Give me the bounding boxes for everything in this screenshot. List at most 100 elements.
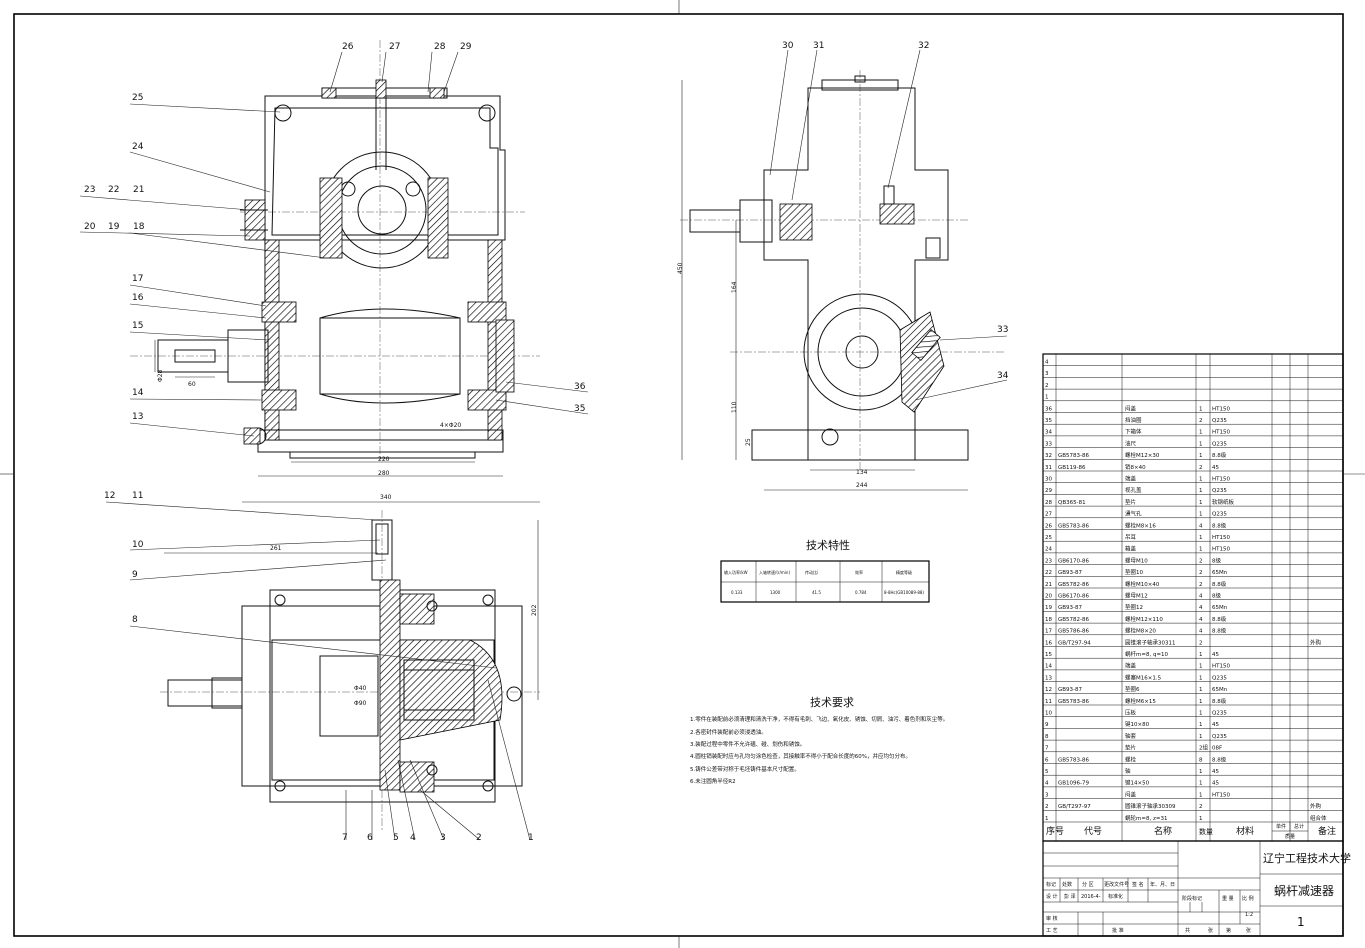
- bom-seq: 32: [1045, 453, 1052, 459]
- front-dimensions: 60 Φ28 220 280 4×Φ20: [154, 340, 503, 477]
- bom-material: 8.8级: [1212, 755, 1227, 763]
- callout-6: 6: [367, 833, 373, 843]
- bom-header-remark: 备注: [1318, 825, 1336, 837]
- bom-material: 8.8级: [1212, 697, 1227, 705]
- bom-name: 螺栓M12×30: [1125, 451, 1160, 459]
- callout-18: 18: [133, 222, 145, 232]
- tb-sheet-no: 1: [1297, 915, 1305, 929]
- callout-4: 4: [410, 833, 416, 843]
- bom-material: 8.8级: [1212, 451, 1227, 459]
- bom-name: 垫圈10: [1125, 568, 1143, 576]
- top-dimensions: 340 261 202 Φ40 Φ90: [164, 494, 540, 707]
- callout-19: 19: [108, 222, 120, 232]
- bom-qty: 2: [1199, 558, 1203, 564]
- bom-name: 键10×80: [1125, 720, 1150, 728]
- tech-req-item-2: 2.各密封件装配前必须浸透油。: [690, 728, 767, 736]
- callout-8: 8: [132, 615, 138, 625]
- bom-seq: 13: [1045, 675, 1052, 681]
- bom-name: 螺母M10: [1125, 556, 1148, 564]
- bom-name: 闷盖: [1125, 404, 1137, 412]
- callout-24: 24: [132, 142, 144, 152]
- bom-material: Q235: [1212, 488, 1227, 494]
- bom-material: 65Mn: [1212, 605, 1228, 611]
- callout-16: 16: [132, 293, 144, 303]
- tb-label-mark: 标记: [1046, 881, 1056, 888]
- bom-qty: 1: [1199, 547, 1203, 553]
- tech-req-item-5: 5.铸件公差带对称于毛坯铸件基本尺寸配置。: [690, 765, 800, 773]
- tb-school: 辽宁工程技术大学: [1263, 851, 1351, 865]
- bom-material: 8.8级: [1212, 521, 1227, 529]
- callout-32: 32: [918, 41, 929, 51]
- tb-label-approve: 批 准: [1112, 927, 1124, 934]
- bom-qty: 1: [1199, 477, 1203, 483]
- bom-seq: 12: [1045, 687, 1052, 693]
- callout-21: 21: [133, 185, 144, 195]
- tb-label-weight: 重 量: [1222, 895, 1234, 902]
- dim-front-4phi20: 4×Φ20: [440, 422, 461, 429]
- tb-designer: 彭 泽: [1064, 893, 1076, 900]
- bom-material: 65Mn: [1212, 687, 1228, 693]
- tech-req-title: 技术要求: [810, 696, 854, 709]
- bom-seq: 2: [1045, 383, 1049, 389]
- callout-11: 11: [132, 491, 143, 501]
- bom-qty: 2组: [1199, 744, 1208, 752]
- callout-12: 12: [104, 491, 115, 501]
- bom-seq: 11: [1045, 699, 1052, 705]
- bom-material: HT150: [1212, 792, 1230, 798]
- spec-header-efficiency: 效率: [855, 569, 863, 575]
- bom-name: 螺栓M8×16: [1125, 521, 1156, 529]
- bom-name: 螺栓: [1125, 755, 1137, 763]
- bom-material: Q235: [1212, 711, 1227, 717]
- bom-seq: 36: [1045, 406, 1052, 412]
- bom-name: 通气孔: [1125, 510, 1142, 518]
- callout-3: 3: [440, 833, 446, 843]
- tb-sheet-unit: 张: [1246, 927, 1251, 934]
- bom-code: GB5783-86: [1058, 757, 1090, 763]
- bom-seq: 21: [1045, 582, 1052, 588]
- bom-name: 吊耳: [1125, 534, 1137, 541]
- spec-header-power: 输入功率/kW: [724, 569, 748, 575]
- bom-name: 轴: [1125, 767, 1131, 775]
- spec-value-efficiency: 0.784: [855, 590, 867, 595]
- tech-spec-table: 技术特性 输入功率/kW 入轴转速/(r/min) 传动比i 效率 精度等级 0…: [720, 538, 930, 603]
- bom-name: 销8×40: [1125, 463, 1146, 471]
- spec-value-speed: 1300: [770, 590, 781, 595]
- bom-material: 8级: [1212, 556, 1221, 564]
- bom-qty: 4: [1199, 629, 1203, 635]
- bom-name: 螺栓M8×20: [1125, 627, 1156, 635]
- side-dimensions: 450 164 110 25 134 244: [677, 80, 968, 491]
- callout-22: 22: [108, 185, 119, 195]
- bom-material: HT150: [1212, 406, 1230, 412]
- bom-name: 垫片: [1125, 498, 1136, 506]
- callout-7: 7: [342, 833, 348, 843]
- bom-seq: 22: [1045, 570, 1052, 576]
- tb-label-date: 年、月、日: [1150, 881, 1175, 888]
- tb-label-zone: 分 区: [1082, 881, 1094, 888]
- dim-side-25: 25: [745, 438, 752, 446]
- bom-seq: 35: [1045, 418, 1052, 424]
- callout-5: 5: [393, 833, 399, 843]
- dim-front-phi28: Φ28: [157, 369, 164, 382]
- bom-remark: 外购: [1310, 802, 1322, 810]
- bom-qty: 1: [1199, 453, 1203, 459]
- tb-sheets-total-unit: 张: [1208, 927, 1213, 934]
- bom-code: GB/T297-97: [1058, 804, 1091, 810]
- dim-top-phi90: Φ90: [354, 700, 367, 707]
- bom-material: HT150: [1212, 547, 1230, 553]
- dim-top-phi40: Φ40: [354, 685, 367, 692]
- tb-label-design: 设 计: [1046, 893, 1058, 900]
- bom-code: GB93-87: [1058, 605, 1083, 611]
- bom-qty: 1: [1199, 500, 1203, 506]
- top-callouts: 12 11 10 9 8 7 6 5 4 3 2 1: [104, 491, 534, 843]
- callout-28: 28: [434, 42, 446, 52]
- bom-qty: 1: [1199, 406, 1203, 412]
- bom-code: GB5783-86: [1058, 453, 1090, 459]
- bom-seq: 5: [1045, 769, 1049, 775]
- bom-qty: 4: [1199, 523, 1203, 529]
- dim-top-202: 202: [531, 604, 538, 616]
- dim-top-340: 340: [380, 494, 392, 501]
- callout-30: 30: [782, 41, 794, 51]
- callout-26: 26: [342, 42, 354, 52]
- tb-label-docno: 更改文件号: [1104, 881, 1129, 888]
